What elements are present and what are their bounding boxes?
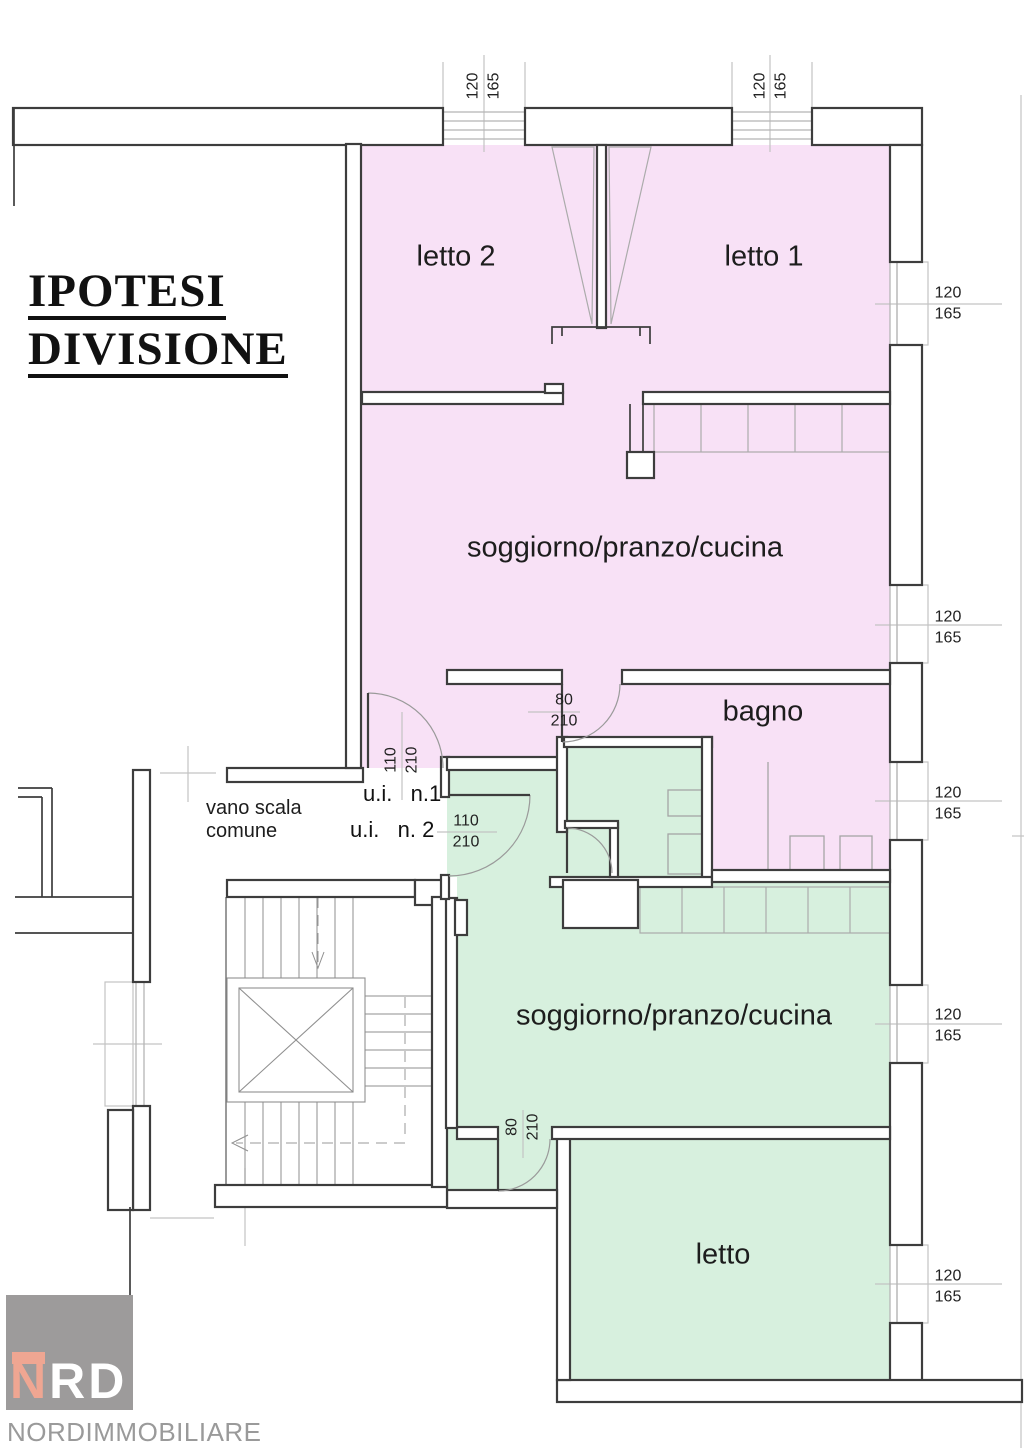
unit1-label: u.i. n.1: [363, 781, 442, 806]
unit2-bed-fill: [557, 1128, 890, 1380]
wall-right-3: [888, 661, 924, 764]
wall-living2-left: [444, 896, 459, 1130]
door-arc-entry-unit2: [448, 794, 531, 877]
unit2-bath-fill: [564, 745, 704, 877]
wall-letti-living-notch: [543, 382, 565, 395]
wall-gbath-right: [700, 735, 714, 884]
wall-living1-bottom-b: [620, 668, 892, 686]
window-right-3: [889, 762, 898, 840]
wall-top-right: [810, 106, 924, 147]
logo-n-bar: [12, 1352, 45, 1364]
window-right-5: [889, 1245, 898, 1323]
elevator: [226, 977, 366, 1103]
wall-hall2-bottom: [445, 1188, 559, 1210]
room-label-living-unit2: soggiorno/pranzo/cucina: [516, 999, 832, 1032]
stairs: [225, 897, 432, 1185]
door-arc-gbath: [566, 827, 613, 874]
page-title-line2: DIVISIONE: [28, 326, 288, 378]
windows: [135, 111, 898, 1323]
room-label-letto2: letto 2: [416, 240, 496, 273]
wall-gbath-top: [562, 735, 714, 749]
door-arc-living1-bagno: [561, 683, 621, 743]
wall-pink-green: [445, 755, 562, 772]
wall-right-4: [888, 838, 924, 987]
walk-arrow-left: [230, 1134, 249, 1152]
wall-top-left: [11, 106, 445, 147]
logo-company-name: NORDIMMOBILIARE: [7, 1417, 262, 1447]
unit2-label: u.i. n. 2: [350, 817, 435, 842]
unit2-living-fill: [457, 877, 890, 1128]
room-label-living-unit1: soggiorno/pranzo/cucina: [467, 531, 783, 564]
wall-gbath-inner-v: [608, 821, 620, 879]
wall-jog: [555, 735, 569, 834]
logo-letters-rd: RD: [49, 1353, 128, 1409]
wall-bottom: [555, 1378, 1024, 1404]
page-title-line1: IPOTESI: [28, 268, 226, 320]
stairwell-label-line2: comune: [206, 820, 278, 842]
wall-bagno-bottom: [710, 868, 892, 884]
wall-top-mid: [523, 106, 734, 147]
wall-letti-living-a: [360, 390, 565, 406]
window-right-1: [889, 262, 898, 345]
unit1-area: [362, 145, 890, 870]
appliance-box: [561, 878, 640, 930]
window-top-1: [443, 111, 525, 140]
wall-right-6: [888, 1321, 924, 1385]
wall-stair-right: [430, 895, 449, 1189]
window-left-stairwell: [135, 982, 145, 1106]
room-label-letto1: letto 1: [724, 240, 804, 273]
wall-unit1-left: [344, 142, 363, 770]
wall-living2-letto: [550, 1125, 892, 1141]
wall-left-stair-3: [106, 1108, 135, 1212]
window-right-2: [889, 585, 898, 663]
wall-right-1: [888, 143, 924, 264]
wall-stair-bottom: [213, 1183, 449, 1209]
door-arc-entry-unit1: [367, 692, 444, 769]
logo-letter-n: N: [10, 1353, 50, 1409]
room-label-bagno: bagno: [722, 695, 804, 728]
wall-gbath-inner-h: [563, 819, 620, 830]
pillar-square: [625, 450, 656, 480]
wall-letti-living-b: [641, 390, 892, 406]
unit2-hall-fill: [447, 770, 564, 877]
wardrobe-closet: [551, 146, 652, 325]
window-right-4: [889, 985, 898, 1063]
wall-left-stair-2: [131, 1104, 152, 1212]
wall-right-2: [888, 343, 924, 587]
door-arc-living2-letto: [497, 1138, 551, 1192]
wall-entry-corner: [439, 755, 451, 799]
doors: [366, 683, 621, 1192]
unit2-area: [447, 745, 890, 1380]
wall-entry-lower: [439, 873, 451, 901]
wall-wardrobe-mid: [595, 143, 608, 330]
walls: [11, 106, 1024, 1404]
wall-left-stair-1: [131, 768, 152, 984]
wall-living1-bottom-a: [445, 668, 564, 686]
stair-walk-line: [236, 897, 406, 1144]
wall-door80-left: [455, 1125, 500, 1141]
wall-letto-left: [555, 1126, 572, 1382]
logo-letters: NRD: [10, 1356, 127, 1406]
stairwell-label-line1: vano scala: [206, 797, 302, 819]
room-label-letto-unit2: letto: [695, 1238, 751, 1271]
window-top-2: [732, 111, 812, 140]
unit1-fill: [362, 145, 890, 870]
walk-arrow-down: [311, 951, 325, 970]
wall-living2-left-notch: [453, 898, 469, 937]
wall-stair-top: [225, 878, 417, 899]
wall-vano-top: [225, 766, 365, 784]
wall-right-5: [888, 1061, 924, 1247]
